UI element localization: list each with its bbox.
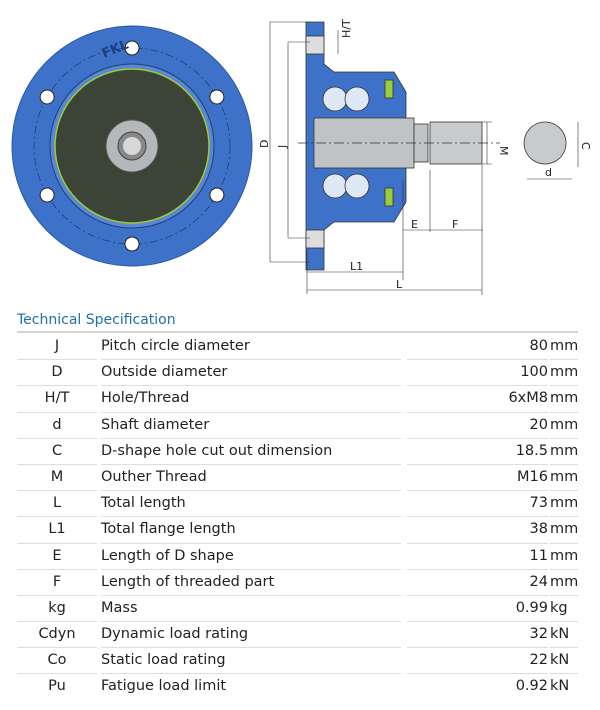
spec-unit: kg (550, 596, 578, 623)
spec-unit: mm (550, 386, 578, 413)
spec-value: 80 (407, 334, 548, 361)
spec-unit: mm (550, 413, 578, 439)
spec-symbol: Cdyn (17, 622, 97, 649)
bolt-hole (39, 89, 55, 105)
bolt-hole (124, 236, 140, 252)
spec-value: 20 (407, 413, 548, 439)
spec-name: Mass (101, 596, 401, 623)
spec-symbol: kg (17, 596, 97, 623)
spec-unit: mm (550, 570, 578, 596)
spec-value: 6xM8 (407, 386, 548, 413)
spec-symbol: Pu (48, 678, 66, 695)
side-view (269, 21, 579, 295)
spec-value: 24 (407, 570, 548, 596)
dim-label-J: J (276, 145, 289, 149)
spec-name: Fatigue load limit (101, 678, 227, 695)
dim-label-E: E (411, 218, 418, 231)
divider (17, 331, 578, 333)
spec-name: Shaft diameter (101, 413, 401, 439)
spec-symbol: d (17, 413, 97, 439)
bolt-hole (39, 187, 55, 203)
spec-name: Pitch circle diameter (101, 334, 401, 361)
spec-value: 0.99 (407, 596, 548, 623)
spec-symbol: Co (17, 648, 97, 675)
bolt-hole (209, 89, 225, 105)
spec-symbol: L1 (17, 517, 97, 544)
spec-value: 73 (407, 491, 548, 518)
dim-label-ht: H/T (340, 19, 353, 38)
spec-symbol: J (17, 334, 97, 361)
spec-value: 38 (407, 517, 548, 544)
spec-value: 22 (407, 648, 548, 675)
technical-drawing: FKL H/T D J M C d E F L1 L (11, 19, 592, 295)
spec-value: 0.92 (515, 678, 548, 695)
spec-name: Hole/Thread (101, 386, 401, 413)
spec-unit: mm (550, 544, 578, 570)
dim-label-F: F (452, 218, 458, 231)
spec-value: M16 (407, 465, 548, 492)
dim-label-M: M (497, 146, 510, 156)
spec-value: 100 (407, 360, 548, 387)
spec-name: Outside diameter (101, 360, 401, 387)
bolt-hole (124, 40, 140, 56)
spec-value: 32 (407, 622, 548, 649)
spec-name: Length of threaded part (101, 570, 401, 596)
spec-symbol: F (17, 570, 97, 596)
front-view: FKL (11, 25, 253, 267)
spec-unit: mm (550, 439, 578, 465)
dim-label-D: D (258, 140, 271, 148)
bolt-hole (209, 187, 225, 203)
spec-symbol: D (17, 360, 97, 387)
spec-unit: kN (550, 678, 570, 695)
dim-label-d: d (545, 166, 552, 179)
spec-unit: mm (550, 360, 578, 387)
spec-name: Total length (101, 491, 401, 518)
spec-name: Outher Thread (101, 465, 401, 492)
spec-value: 11 (407, 544, 548, 570)
spec-unit: mm (550, 491, 578, 518)
spec-name: Length of D shape (101, 544, 401, 570)
spec-unit: kN (550, 648, 578, 675)
dim-label-C: C (579, 142, 592, 150)
spec-unit: mm (550, 465, 578, 492)
spec-unit: mm (550, 517, 578, 544)
dim-label-L1: L1 (350, 260, 363, 273)
spec-name: D-shape hole cut out dimension (101, 439, 401, 465)
spec-symbol: E (17, 544, 97, 570)
spec-name: Static load rating (101, 648, 401, 675)
spec-symbol: L (17, 491, 97, 518)
spec-value: 18.5 (407, 439, 548, 465)
spec-symbol: C (17, 439, 97, 465)
spec-name: Dynamic load rating (101, 622, 401, 649)
spec-unit: kN (550, 622, 578, 649)
dim-label-L: L (396, 278, 403, 291)
spec-symbol: M (17, 465, 97, 492)
spec-symbol: H/T (17, 386, 97, 413)
spec-unit: mm (550, 334, 578, 361)
spec-name: Total flange length (101, 517, 401, 544)
section-title: Technical Specification (17, 312, 176, 328)
